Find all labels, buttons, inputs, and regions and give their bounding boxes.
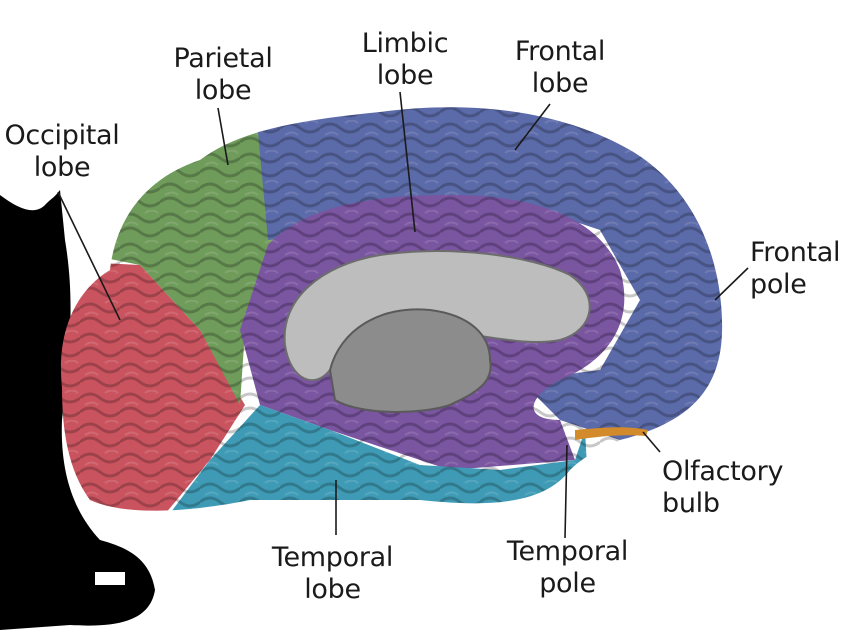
background-silhouette-gap	[95, 572, 125, 585]
olfactory-bulb-shape	[575, 427, 648, 440]
olfactory-line	[642, 431, 661, 453]
occipital-line	[57, 191, 121, 321]
label-temporal-lobe: Temporal lobe	[271, 542, 394, 605]
limbic-line	[399, 91, 416, 233]
frontal-pole-line	[714, 267, 749, 301]
label-frontal-pole: Frontal pole	[750, 237, 841, 300]
label-parietal-lobe: Parietal lobe	[173, 43, 273, 106]
label-limbic-lobe: Limbic lobe	[361, 28, 449, 91]
parietal-line	[217, 107, 229, 166]
brainstem-section	[328, 308, 492, 413]
frontal-line	[514, 103, 551, 151]
background-silhouette	[0, 190, 155, 630]
label-olfactory-bulb: Olfactory bulb	[662, 456, 784, 519]
temporal-pole-line	[564, 444, 568, 539]
label-temporal-pole: Temporal pole	[506, 536, 629, 599]
label-frontal-lobe: Frontal lobe	[514, 36, 606, 99]
label-occipital-lobe: Occipital lobe	[4, 120, 120, 183]
